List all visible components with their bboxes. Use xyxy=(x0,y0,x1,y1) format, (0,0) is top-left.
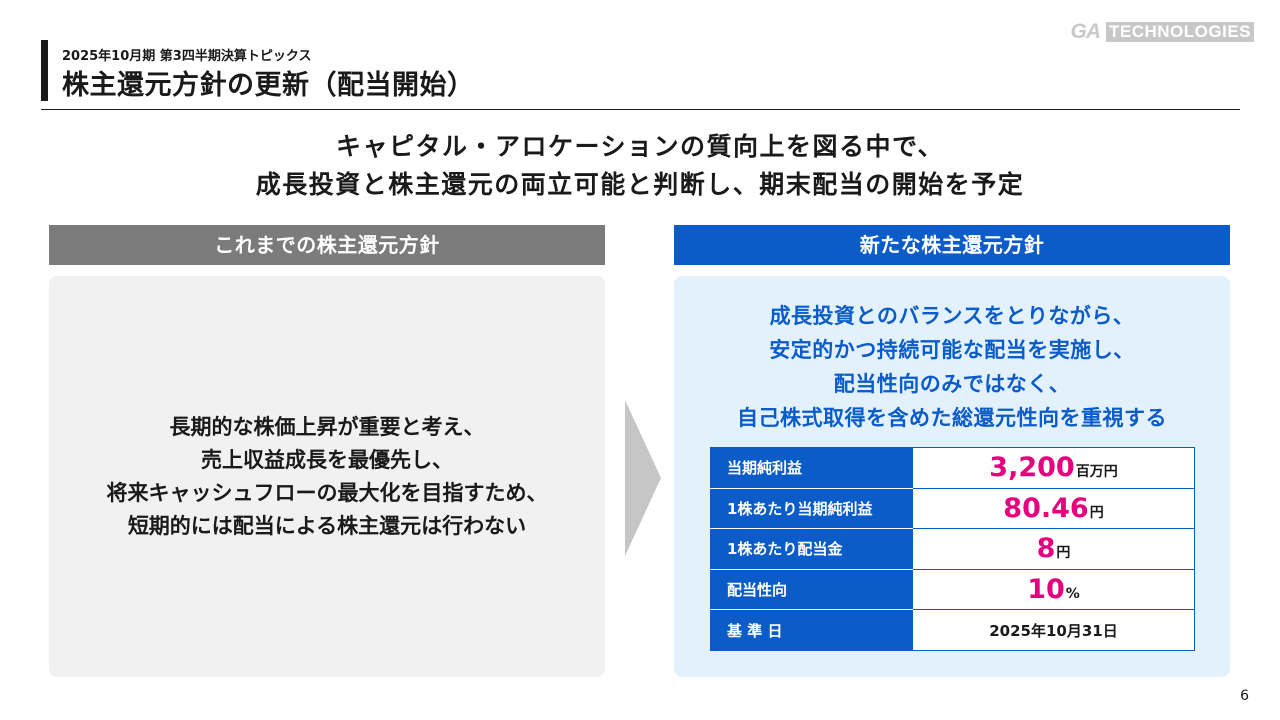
metric-unit: 円 xyxy=(1056,545,1071,562)
metric-unit: 百万円 xyxy=(1075,464,1118,481)
metric-label: 基 準 日 xyxy=(710,609,913,651)
metric-unit: % xyxy=(1065,586,1080,603)
previous-policy-line: 長期的な株価上昇が重要と考え、 xyxy=(169,414,485,439)
metric-unit: 円 xyxy=(1089,504,1104,521)
new-policy-line: 配当性向のみではなく、 xyxy=(833,372,1071,396)
metric-value: 10 xyxy=(1027,574,1065,606)
chevron-right-arrow-icon xyxy=(625,400,661,556)
dividend-metrics-table: 当期純利益 3,200百万円 1株あたり当期純利益 80.46円 1株あたり配当… xyxy=(710,447,1195,651)
page-number: 6 xyxy=(1240,688,1249,704)
metric-value: 3,200 xyxy=(989,452,1075,484)
previous-policy-line: 売上収益成長を最優先し、 xyxy=(201,447,453,472)
headline: キャピタル・アロケーションの質向上を図る中で、 成長投資と株主還元の両立可能と判… xyxy=(0,128,1280,204)
record-date: 2025年10月31日 xyxy=(989,621,1118,640)
metric-value: 80.46 xyxy=(1003,492,1089,524)
metric-value: 8 xyxy=(1036,533,1056,565)
previous-policy-heading: これまでの株主還元方針 xyxy=(49,225,605,265)
table-row: 当期純利益 3,200百万円 xyxy=(710,447,1195,489)
table-row: 基 準 日 2025年10月31日 xyxy=(710,609,1195,651)
metric-label: 1株あたり当期純利益 xyxy=(710,487,913,530)
new-policy-text: 成長投資とのバランスをとりながら、 安定的かつ持続可能な配当を実施し、 配当性向… xyxy=(674,299,1230,435)
table-row: 1株あたり当期純利益 80.46円 xyxy=(710,487,1195,530)
header-divider xyxy=(41,109,1240,110)
title-accent-bar xyxy=(41,40,48,101)
metric-label: 配当性向 xyxy=(710,568,913,611)
new-policy-heading: 新たな株主還元方針 xyxy=(674,225,1230,265)
previous-policy-line: 短期的には配当による株主還元は行わない xyxy=(127,513,527,538)
page-title: 株主還元方針の更新（配当開始） xyxy=(62,70,475,101)
metric-value-cell: 2025年10月31日 xyxy=(912,609,1195,651)
new-policy-line: 成長投資とのバランスをとりながら、 xyxy=(769,304,1135,328)
previous-policy-line: 将来キャッシュフローの最大化を目指すため、 xyxy=(106,480,548,505)
new-policy-line: 安定的かつ持続可能な配当を実施し、 xyxy=(769,338,1135,362)
company-logo: GA TECHNOLOGIES xyxy=(1070,20,1254,44)
logo-mark: GA xyxy=(1070,20,1100,43)
logo-word: TECHNOLOGIES xyxy=(1105,22,1254,42)
metric-label: 当期純利益 xyxy=(710,447,913,489)
metric-label: 1株あたり配当金 xyxy=(710,528,913,570)
table-row: 1株あたり配当金 8円 xyxy=(710,528,1195,570)
previous-policy-text: 長期的な株価上昇が重要と考え、 売上収益成長を最優先し、 将来キャッシュフローの… xyxy=(107,411,548,543)
previous-policy-panel: 長期的な株価上昇が重要と考え、 売上収益成長を最優先し、 将来キャッシュフローの… xyxy=(49,276,605,677)
metric-value-cell: 8円 xyxy=(912,528,1195,570)
metric-value-cell: 80.46円 xyxy=(912,487,1195,530)
table-row: 配当性向 10% xyxy=(710,568,1195,611)
metric-value-cell: 3,200百万円 xyxy=(912,447,1195,489)
headline-line-1: キャピタル・アロケーションの質向上を図る中で、 xyxy=(335,132,944,161)
new-policy-line: 自己株式取得を含めた総還元性向を重視する xyxy=(737,406,1167,430)
metric-value-cell: 10% xyxy=(912,568,1195,611)
headline-line-2: 成長投資と株主還元の両立可能と判断し、期末配当の開始を予定 xyxy=(255,170,1025,199)
page-subtitle: 2025年10月期 第3四半期決算トピックス xyxy=(62,49,312,64)
